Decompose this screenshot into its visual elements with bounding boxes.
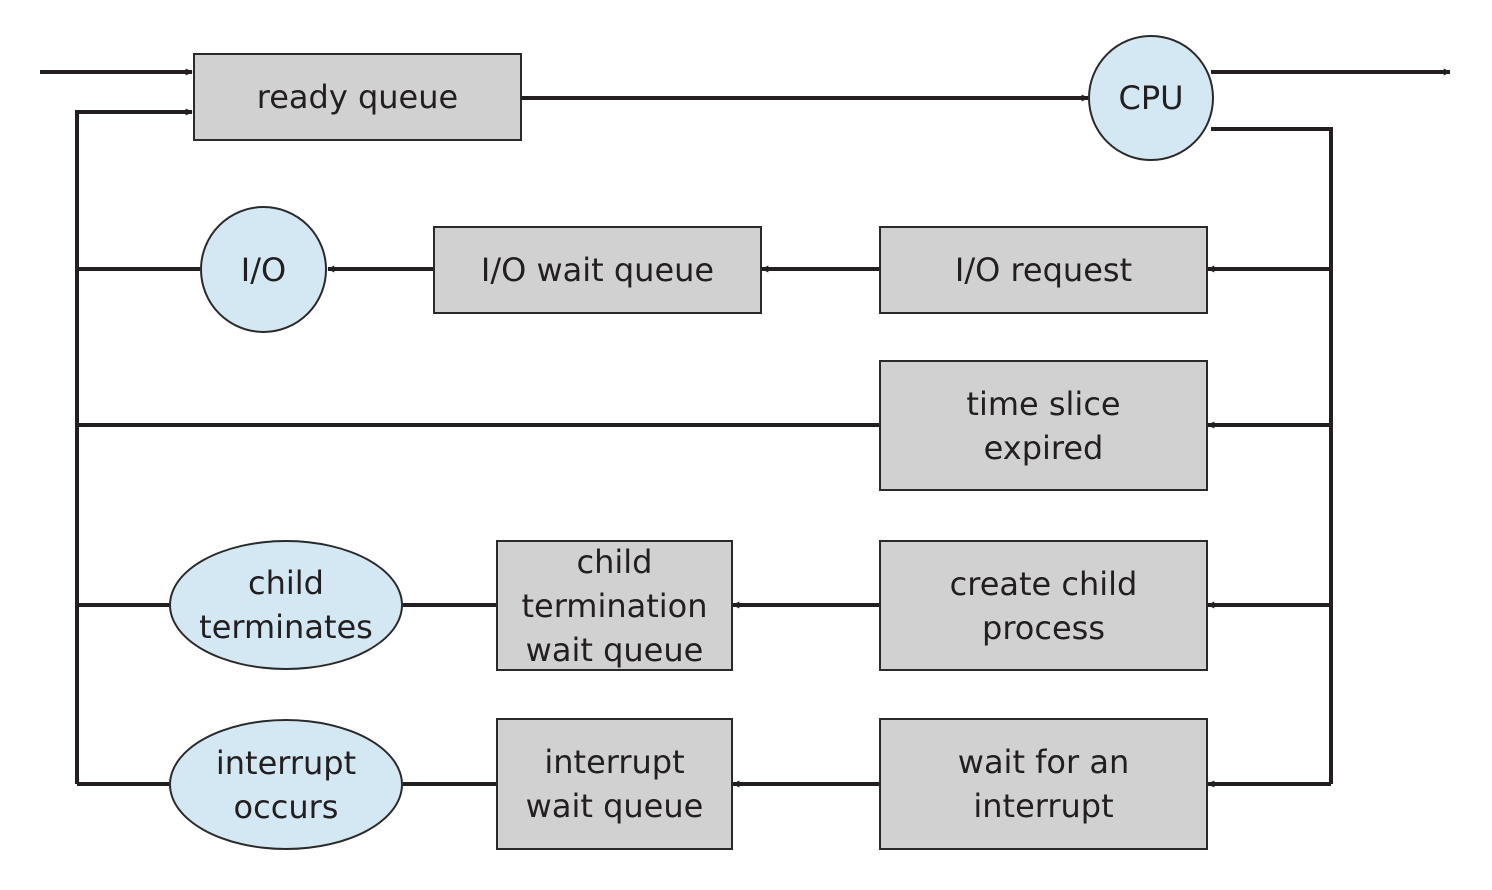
io-wait-queue-box: I/O wait queue xyxy=(433,226,762,314)
create-child-process-box: create child process xyxy=(879,540,1208,671)
time-slice-expired-label: time slice expired xyxy=(966,384,1121,467)
io-wait-queue-label: I/O wait queue xyxy=(480,251,715,289)
create-child-process-label: create child process xyxy=(949,564,1138,647)
interrupt-occurs-ellipse: interrupt occurs xyxy=(169,719,403,850)
cpu-circle: CPU xyxy=(1088,35,1214,161)
left-return-bus xyxy=(75,108,193,784)
io-request-box: I/O request xyxy=(879,226,1208,314)
child-terminates-ellipse: child terminates xyxy=(169,540,403,670)
wait-for-interrupt-box: wait for an interrupt xyxy=(879,718,1208,850)
interrupt-wait-queue-box: interrupt wait queue xyxy=(496,718,733,850)
io-label: I/O xyxy=(240,250,287,289)
ready-queue-box: ready queue xyxy=(193,53,522,141)
wait-for-interrupt-label: wait for an interrupt xyxy=(957,743,1130,825)
interrupt-occurs-label: interrupt occurs xyxy=(215,743,357,826)
io-request-label: I/O request xyxy=(954,251,1133,289)
cpu-right-bus xyxy=(1211,127,1333,784)
child-termination-wait-queue-label: child termination wait queue xyxy=(521,542,708,669)
time-slice-expired-box: time slice expired xyxy=(879,360,1208,491)
child-termination-wait-queue-box: child termination wait queue xyxy=(496,540,733,671)
interrupt-wait-queue-label: interrupt wait queue xyxy=(525,743,704,825)
ready-queue-label: ready queue xyxy=(256,78,459,116)
cpu-label: CPU xyxy=(1118,79,1184,117)
io-circle: I/O xyxy=(200,206,327,333)
child-terminates-label: child terminates xyxy=(199,564,373,646)
